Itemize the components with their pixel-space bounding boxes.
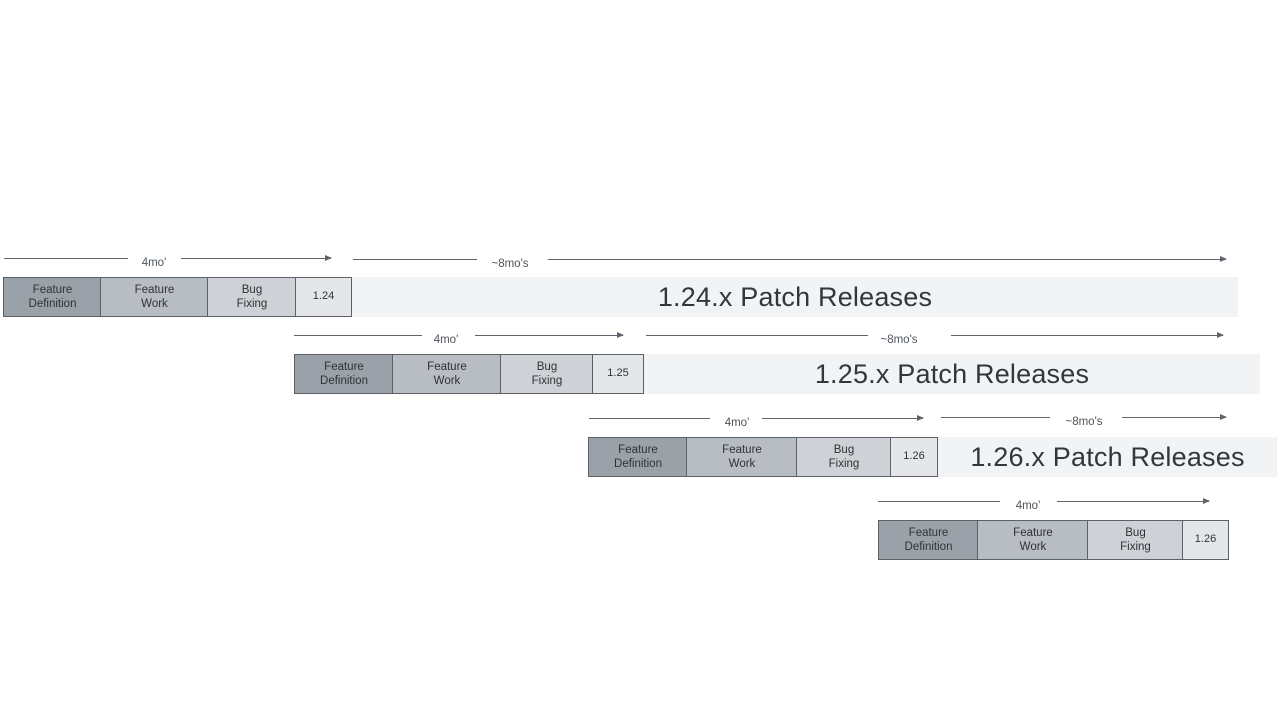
phase-box-feature-definition: Feature Definition (878, 520, 979, 560)
phase-box-bug-fixing: Bug Fixing (1087, 520, 1184, 560)
arrow-line (548, 256, 1227, 262)
version-label: 1.25 (607, 367, 629, 380)
phase-box-feature-work: Feature Work (100, 277, 209, 317)
arrow-label-8mo: ~8mo's (491, 258, 529, 270)
arrow-line (878, 501, 1000, 502)
patch-releases-label: 1.24.x Patch Releases (657, 281, 933, 312)
phase-label: Feature Definition (28, 283, 77, 310)
phase-box-bug-fixing: Bug Fixing (500, 354, 594, 394)
arrow-label-4mo: 4mo' (724, 417, 750, 429)
version-label: 1.24 (312, 290, 335, 303)
version-box-1-25: 1.25 (592, 354, 644, 394)
phase-label: Feature Work (427, 360, 467, 387)
patch-window-arrow-1-25: ~8mo's (646, 329, 1224, 349)
dev-cycle-arrow-next: 4mo' (878, 495, 1210, 515)
phase-label: Feature Work (722, 443, 762, 470)
arrow-label-4mo: 4mo' (141, 257, 167, 269)
dev-cycle-arrow-1-24: 4mo' (4, 252, 332, 272)
arrow-label-8mo: ~8mo's (1065, 416, 1103, 428)
phase-label: Feature Work (1013, 526, 1053, 553)
patch-releases-label: 1.25.x Patch Releases (814, 358, 1090, 389)
phase-label: Bug Fixing (236, 283, 268, 310)
arrow-label-8mo: ~8mo's (880, 334, 918, 346)
arrow-line (181, 255, 332, 261)
phase-label: Bug Fixing (828, 443, 860, 470)
version-label: 1.26 (903, 450, 925, 463)
phase-box-feature-definition: Feature Definition (3, 277, 102, 317)
dev-cycle-arrow-1-26: 4mo' (589, 412, 924, 432)
phase-box-feature-work: Feature Work (977, 520, 1089, 560)
arrow-line (1057, 498, 1210, 504)
phase-label: Bug Fixing (531, 360, 563, 387)
patch-releases-label: 1.26.x Patch Releases (970, 441, 1245, 472)
phase-label: Feature Definition (320, 360, 368, 387)
patch-releases-bar-1-24: 1.24.x Patch Releases (352, 277, 1238, 317)
patch-releases-bar-1-26: 1.26.x Patch Releases (938, 437, 1277, 477)
version-label: 1.26 (1194, 533, 1217, 546)
dev-cycle-arrow-1-25: 4mo' (294, 329, 624, 349)
version-box-1-26: 1.26 (890, 437, 938, 477)
arrow-line (951, 332, 1224, 338)
patch-window-arrow-1-24: ~8mo's (353, 253, 1227, 273)
arrow-line (1122, 414, 1227, 420)
arrow-line (475, 332, 624, 338)
patch-window-arrow-1-26: ~8mo's (941, 411, 1227, 431)
arrow-line (589, 418, 710, 419)
arrow-line (941, 417, 1050, 418)
arrow-line (294, 335, 422, 336)
phase-box-bug-fixing: Bug Fixing (207, 277, 297, 317)
patch-releases-bar-1-25: 1.25.x Patch Releases (644, 354, 1260, 394)
version-box-next: 1.26 (1182, 520, 1229, 560)
phase-label: Feature Definition (904, 526, 953, 553)
arrow-line (646, 335, 868, 336)
arrow-line (4, 258, 128, 259)
arrow-line (762, 415, 924, 421)
phase-box-feature-definition: Feature Definition (294, 354, 394, 394)
phase-label: Bug Fixing (1120, 526, 1151, 553)
phase-box-bug-fixing: Bug Fixing (796, 437, 892, 477)
arrow-label-4mo: 4mo' (433, 334, 459, 346)
arrow-line (353, 259, 477, 260)
version-box-1-24: 1.24 (295, 277, 352, 317)
phase-box-feature-work: Feature Work (686, 437, 798, 477)
arrow-label-4mo: 4mo' (1015, 500, 1041, 512)
phase-label: Feature Work (134, 283, 175, 310)
phase-box-feature-definition: Feature Definition (588, 437, 688, 477)
phase-label: Feature Definition (614, 443, 662, 470)
phase-box-feature-work: Feature Work (392, 354, 502, 394)
